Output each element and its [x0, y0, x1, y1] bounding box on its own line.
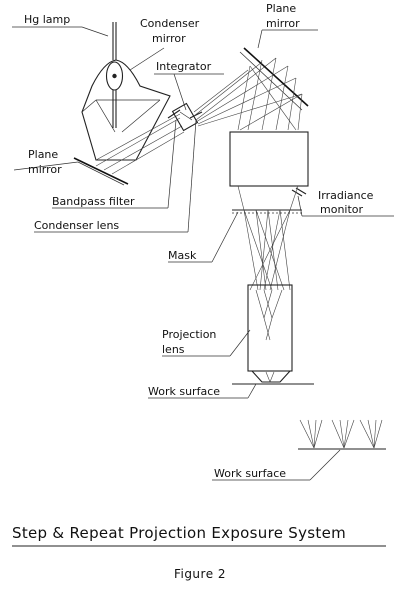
diagram-caption: Step & Repeat Projection Exposure System	[12, 524, 346, 542]
rays-mirror-to-condenser	[237, 57, 303, 131]
label-work-surface-inset: Work surface	[214, 467, 286, 480]
label-plane-mirror-left-2: mirror	[28, 163, 62, 176]
projection-lens	[247, 284, 293, 383]
label-bandpass-filter: Bandpass filter	[52, 195, 135, 208]
figure-label: Figure 2	[174, 567, 226, 581]
label-condenser-mirror-2: mirror	[152, 32, 186, 45]
label-plane-mirror-top-2: mirror	[266, 17, 300, 30]
label-irradiance-monitor-2: monitor	[320, 203, 364, 216]
label-projection-lens-2: lens	[162, 343, 185, 356]
rays-integrator-to-mirror	[193, 57, 303, 127]
step-repeat-inset	[298, 419, 386, 450]
label-condenser-mirror-1: Condenser	[140, 17, 200, 30]
irradiance-monitor	[291, 187, 307, 197]
hg-lamp-bulb	[105, 22, 124, 128]
mask	[232, 209, 302, 214]
label-plane-mirror-top-1: Plane	[266, 2, 296, 15]
label-irradiance-monitor-1: Irradiance	[318, 189, 374, 202]
rays-mirror-to-integrator	[95, 113, 185, 175]
label-work-surface-main: Work surface	[148, 385, 220, 398]
label-mask: Mask	[168, 249, 197, 262]
label-condenser-lens: Condenser lens	[34, 219, 119, 232]
lamp-housing	[81, 59, 171, 161]
label-plane-mirror-left-1: Plane	[28, 148, 58, 161]
label-integrator: Integrator	[156, 60, 212, 73]
label-projection-lens-1: Projection	[162, 328, 216, 341]
plane-mirror-left	[73, 157, 129, 185]
integrator	[171, 102, 199, 132]
leader-lines	[12, 26, 394, 481]
label-hg-lamp: Hg lamp	[24, 13, 70, 26]
condenser-box	[229, 131, 309, 187]
rays-to-projection	[237, 185, 299, 291]
plane-mirror-top	[243, 47, 309, 107]
condenser-lens	[189, 111, 203, 119]
